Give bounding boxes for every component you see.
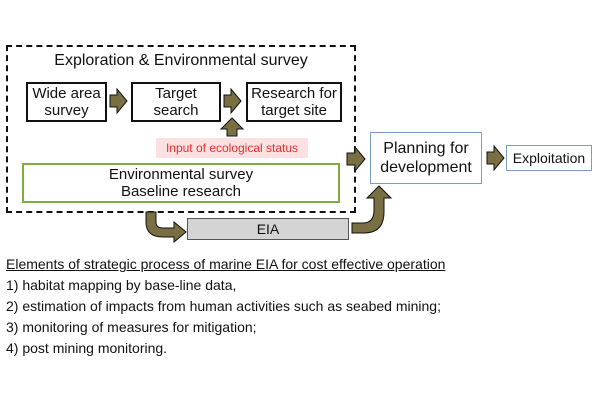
section-heading: Elements of strategic process of marine … <box>6 256 446 272</box>
arrow-right-icon <box>109 87 128 115</box>
arrow-right-icon <box>346 145 366 173</box>
frame-title: Exploration & Environmental survey <box>54 52 308 69</box>
research-target-site-box: Research for target site <box>246 82 342 122</box>
arrow-right-icon <box>486 144 505 172</box>
environmental-survey-box: Environmental survey Baseline research <box>22 163 340 203</box>
list-item: 2) estimation of impacts from human acti… <box>6 298 441 314</box>
exploration-frame <box>6 45 356 213</box>
arrow-up-icon <box>219 117 245 137</box>
arrow-right-icon <box>223 87 242 115</box>
eia-box: EIA <box>187 218 349 240</box>
curved-arrow-icon <box>145 211 187 244</box>
list-item: 3) monitoring of measures for mitigation… <box>6 319 257 335</box>
text-block: Elements of strategic process of marine … <box>6 254 596 359</box>
planning-box: Planning for development <box>370 132 482 184</box>
target-search-box: Target search <box>131 82 221 122</box>
exploitation-box: Exploitation <box>506 145 592 171</box>
wide-area-survey-box: Wide area survey <box>26 82 107 122</box>
ecological-status-label: Input of ecological status <box>156 138 308 158</box>
list-item: 4) post mining monitoring. <box>6 340 168 356</box>
list-item: 1) habitat mapping by base-line data, <box>6 277 237 293</box>
curved-arrow-icon <box>351 185 393 234</box>
